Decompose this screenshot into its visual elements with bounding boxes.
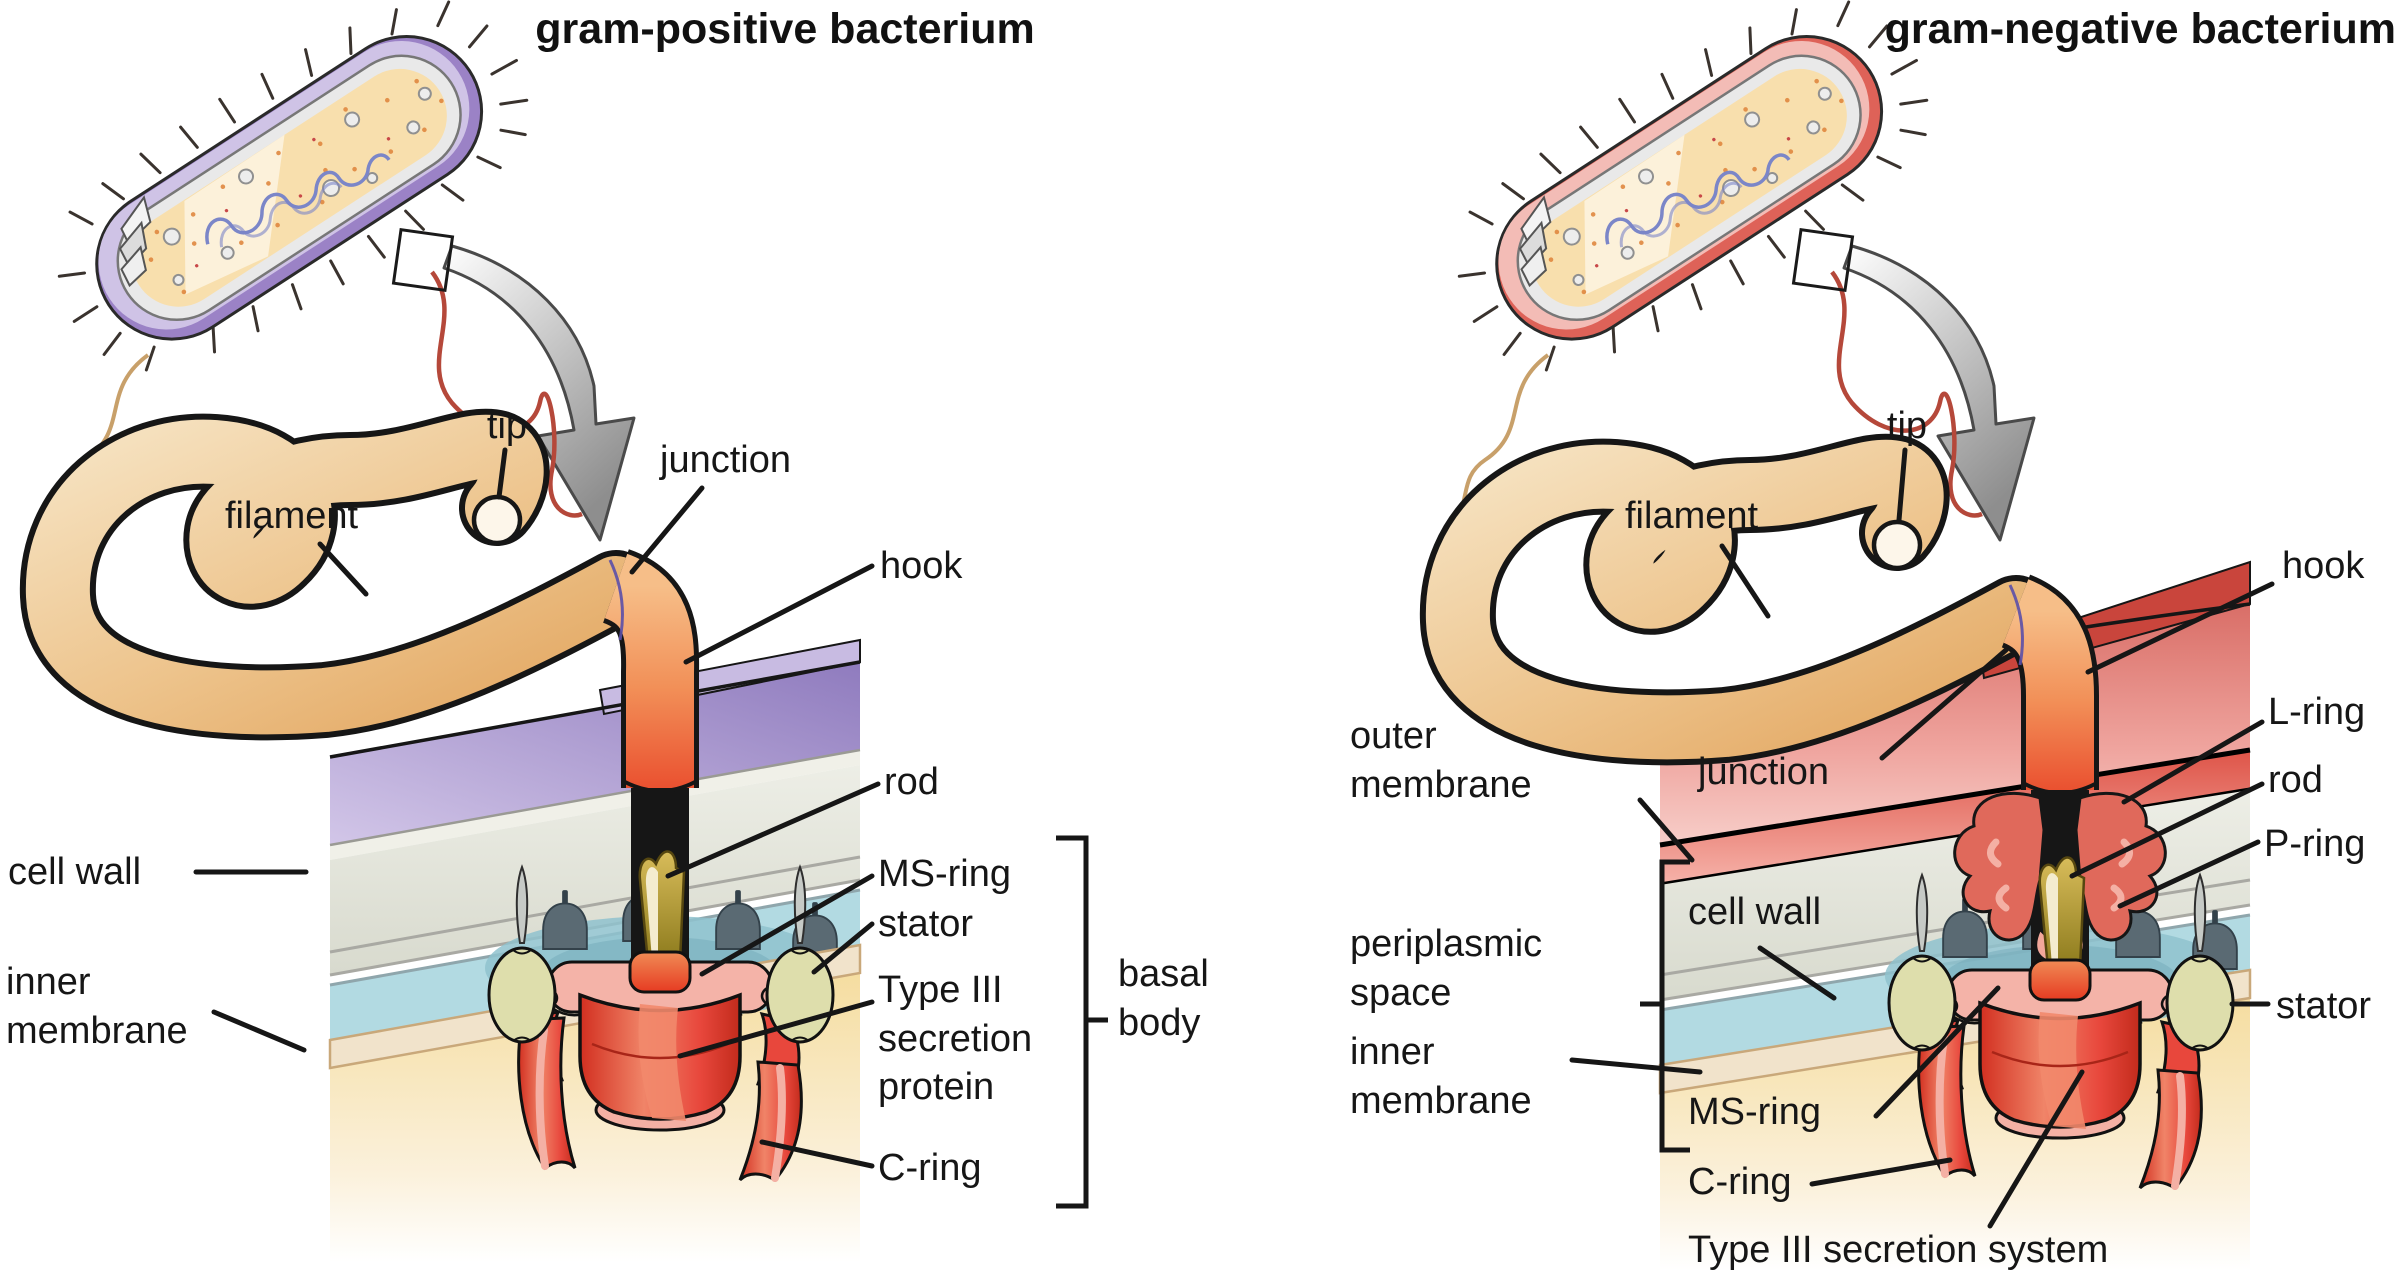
junction-seam	[608, 559, 624, 641]
label-type3-left: Type III secretion protein	[878, 969, 1033, 1109]
leader-lines-right	[1569, 447, 2275, 1229]
label-periplasmic-space: periplasmic space	[1350, 923, 1543, 1014]
magnifier-box	[1791, 227, 1855, 293]
label-outer-membrane: outer membrane	[1350, 715, 1532, 806]
label-c-ring-left: C-ring	[878, 1147, 982, 1189]
outer-membrane-band	[1660, 750, 2250, 885]
cell-wall-top-sliver	[330, 750, 860, 860]
label-junction-left: junction	[660, 439, 791, 481]
label-cell-wall-right: cell wall	[1688, 891, 1822, 933]
label-hook-right: hook	[2282, 545, 2365, 587]
periplasmic-space-bracket	[1640, 859, 1690, 1153]
label-rod-left: rod	[884, 761, 939, 803]
label-c-ring-right: C-ring	[1688, 1161, 1792, 1203]
gram-positive-bacterium-illustration	[14, 0, 569, 420]
flagellum-line	[430, 270, 583, 518]
thick-cell-wall-purple-layer	[330, 662, 860, 845]
label-tip-right: tip	[1886, 405, 1928, 447]
label-rod-right: rod	[2268, 759, 2323, 801]
magnifier-box	[391, 227, 455, 293]
leader-lines-left	[193, 447, 881, 1169]
label-inner-membrane-left: inner membrane	[6, 961, 188, 1052]
label-stator-right: stator	[2276, 985, 2372, 1027]
label-inner-membrane-right: inner membrane	[1350, 1031, 1532, 1122]
label-basal-body: basal body	[1118, 953, 1209, 1044]
label-type3-right: Type III secretion system	[1688, 1229, 2109, 1271]
rod-gold-blade	[638, 850, 686, 964]
gram-positive-title: gram-positive bacterium	[535, 5, 1035, 53]
flagellum-line	[1830, 270, 1983, 518]
label-stator-left: stator	[878, 903, 974, 945]
gram-negative-bacterium-illustration	[1414, 0, 1969, 420]
gram-negative-title: gram-negative bacterium	[1884, 5, 2396, 53]
label-filament-left: filament	[225, 495, 359, 537]
label-hook-left: hook	[880, 545, 963, 587]
label-filament-right: filament	[1625, 495, 1759, 537]
junction-seam	[2008, 584, 2024, 666]
label-p-ring: P-ring	[2264, 823, 2366, 865]
basal-body-bracket	[1056, 835, 1108, 1209]
gram-negative-panel	[1414, 0, 2275, 1270]
label-junction-right: junction	[1698, 751, 1829, 793]
label-l-ring: L-ring	[2268, 691, 2366, 733]
cell-wall-gray-layer	[330, 765, 860, 975]
label-ms-ring-left: MS-ring	[878, 853, 1012, 895]
filament-tube	[58, 447, 616, 703]
gram-positive-panel	[14, 0, 1108, 1262]
label-cell-wall-left: cell wall	[8, 851, 142, 893]
label-tip-left: tip	[486, 405, 528, 447]
label-ms-ring-right: MS-ring	[1688, 1091, 1822, 1133]
